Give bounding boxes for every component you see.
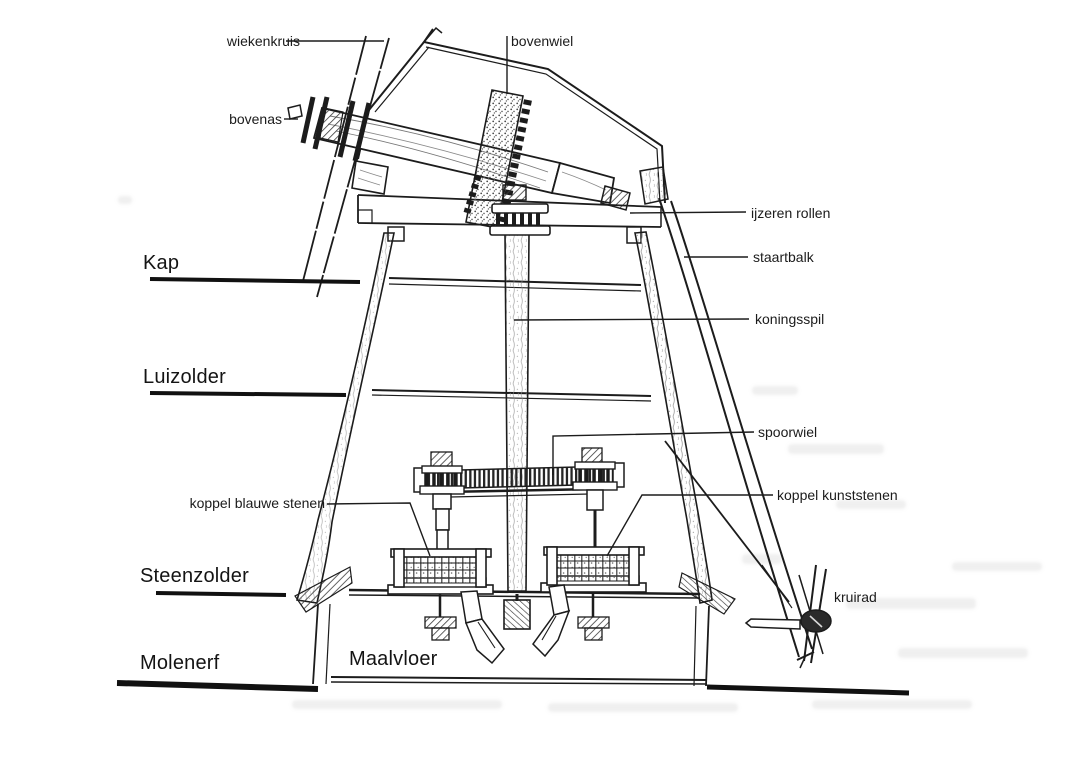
left-skirt (294, 566, 353, 613)
label-kap: Kap (143, 252, 180, 274)
right-skirt (678, 572, 736, 615)
right-stone-pinion (572, 447, 618, 549)
label-wiekenkruis: wiekenkruis (226, 33, 300, 49)
sail-cross-lines (302, 35, 390, 298)
king-post (503, 233, 531, 630)
label-steenzolder: Steenzolder (140, 565, 249, 587)
tower-body (294, 231, 736, 687)
label-spoorwiel: spoorwiel (758, 424, 818, 440)
leader-lines (284, 36, 773, 557)
label-luizolder: Luizolder (143, 366, 226, 388)
left-wall (295, 232, 395, 604)
label-molenerf: Molenerf (140, 652, 220, 674)
cap-curb (351, 160, 662, 244)
label-koningsspil: koningsspil (755, 311, 825, 327)
label-bovenas: bovenas (229, 111, 282, 127)
label-koppel-blauwe-stenen: koppel blauwe stenen (189, 495, 325, 511)
under-floor-gear (424, 584, 610, 665)
section-underlines (149, 277, 361, 597)
label-maalvloer: Maalvloer (349, 648, 438, 670)
ground-lines (116, 680, 910, 696)
shaft-poll-end (287, 96, 372, 162)
tail-pole (658, 197, 815, 661)
right-millstone-vat (540, 546, 647, 593)
label-bovenwiel: bovenwiel (511, 33, 574, 49)
right-wall (634, 231, 713, 604)
bleed-through-artifacts (118, 196, 1042, 712)
label-staartbalk: staartbalk (753, 249, 814, 265)
label-ijzeren-rollen: ijzeren rollen (751, 205, 831, 221)
label-kruirad: kruirad (834, 589, 877, 605)
winch-wheel (744, 564, 832, 669)
top-lantern-pinion (489, 184, 551, 236)
left-millstone-vat (387, 548, 494, 595)
left-stone-pinion (419, 451, 465, 551)
label-koppel-kunststenen: koppel kunststenen (777, 487, 898, 503)
